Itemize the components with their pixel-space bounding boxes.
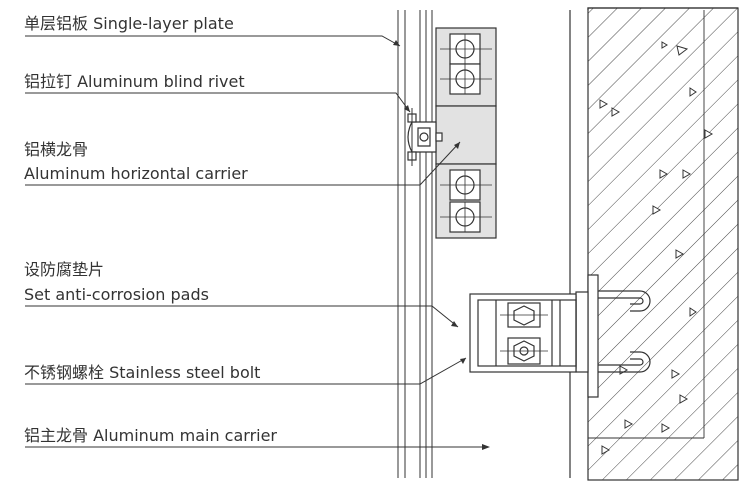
label-main-carrier: 铝主龙骨 Aluminum main carrier	[24, 426, 277, 445]
leader-arrowheads	[393, 40, 490, 450]
bolt-hex-upper	[500, 302, 548, 328]
leader-lines	[25, 35, 486, 448]
vertical-profile-lines	[397, 10, 433, 478]
carrier-bolts	[440, 33, 492, 233]
aggregate-marks	[599, 41, 714, 455]
concrete-wall	[569, 7, 739, 481]
leader-pads	[25, 305, 459, 328]
carrier-bolt-1	[440, 33, 492, 65]
label-anti-corrosion-pads-cn: 设防腐垫片	[24, 260, 104, 279]
label-blind-rivet: 铝拉钉 Aluminum blind rivet	[24, 72, 245, 91]
carrier-bolt-3	[440, 169, 492, 201]
leader-rivet	[25, 92, 411, 113]
carrier-bolt-2	[440, 63, 492, 95]
label-horizontal-carrier-en: Aluminum horizontal carrier	[24, 164, 248, 183]
label-single-layer-plate: 单层铝板 Single-layer plate	[24, 14, 234, 33]
leader-bolt	[25, 357, 467, 385]
label-horizontal-carrier-cn: 铝横龙骨	[24, 140, 88, 159]
label-anti-corrosion-pads-en: Set anti-corrosion pads	[24, 285, 209, 304]
leader-horizontal-carrier	[25, 141, 461, 186]
label-stainless-steel-bolt: 不锈钢螺栓 Stainless steel bolt	[24, 363, 260, 382]
leader-plate	[25, 35, 401, 47]
bolt-nut-lower	[500, 337, 548, 365]
blind-rivet	[407, 108, 443, 166]
carrier-bolt-4	[440, 201, 492, 233]
